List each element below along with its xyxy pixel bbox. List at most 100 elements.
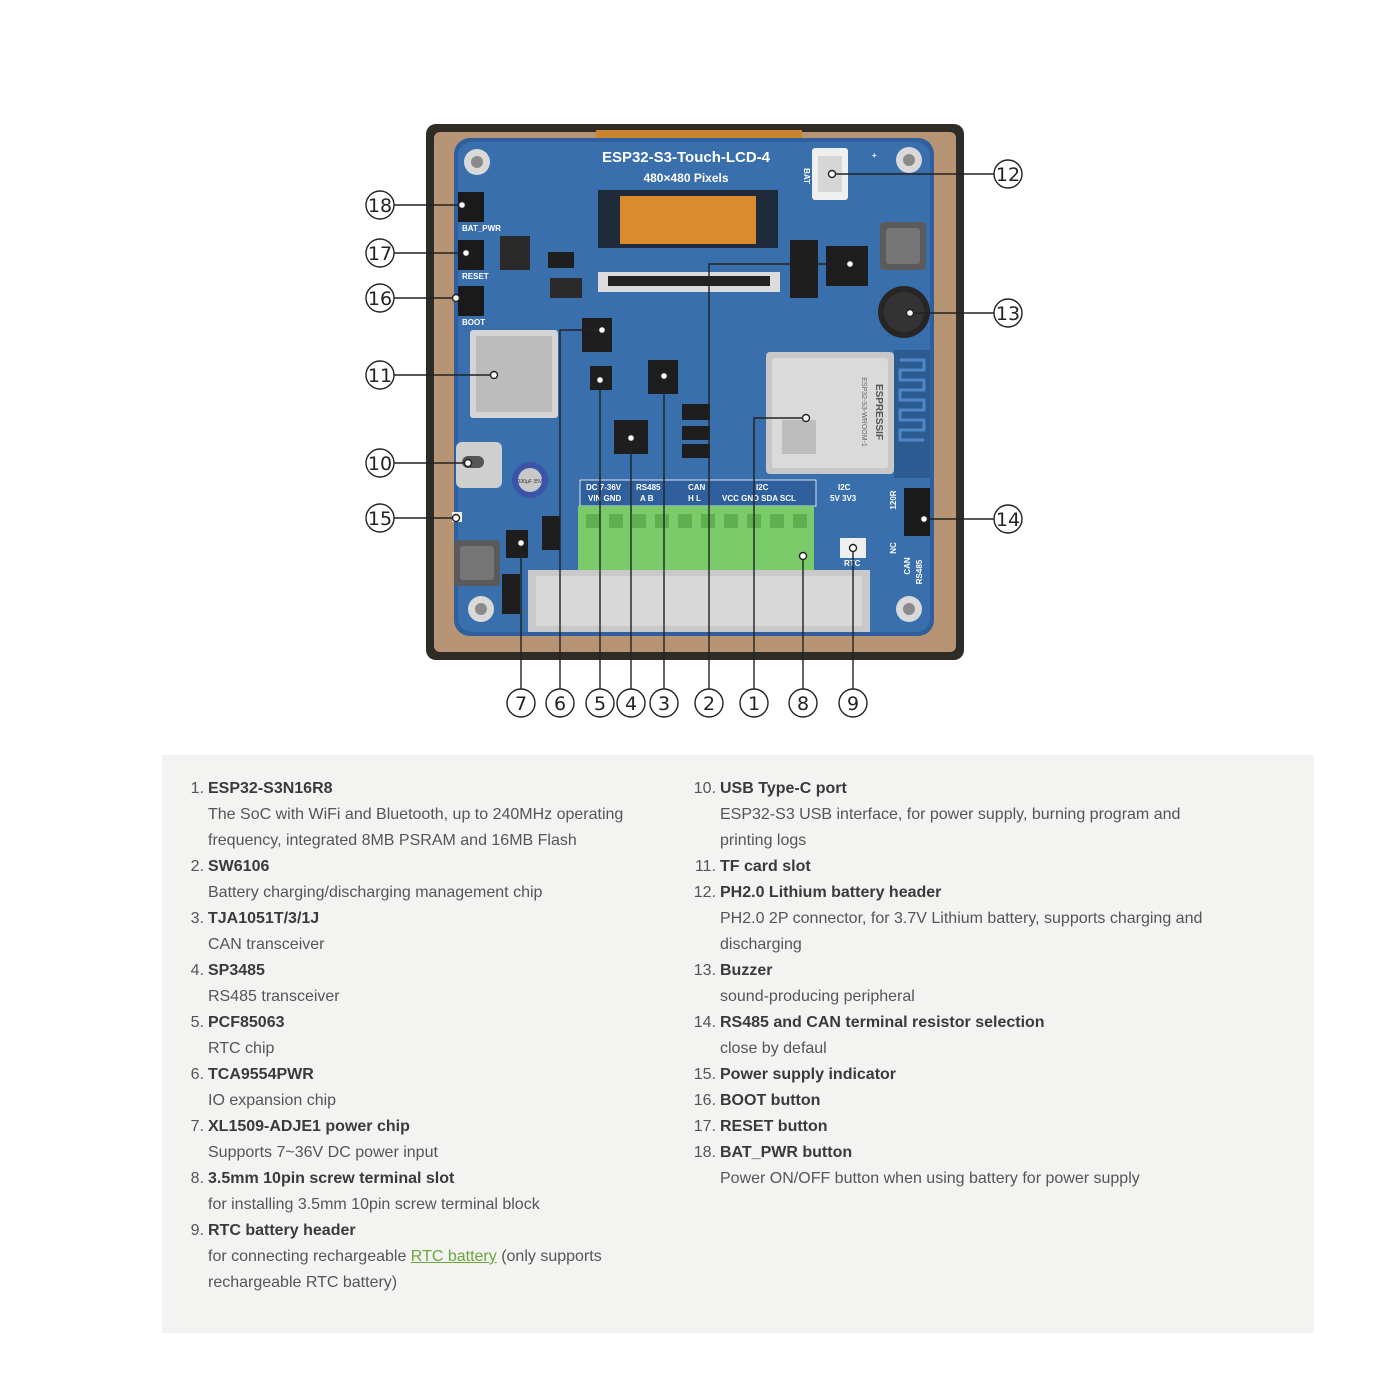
diode-c [682,444,710,458]
legend-item-number: 12. [693,884,716,901]
legend-item-description: IO expansion chip [208,1092,337,1109]
callout-number: 12 [996,164,1020,186]
callout-circle [365,283,395,313]
callout-number: 10 [368,453,392,475]
legend-item-description: The SoC with WiFi and Bluetooth, up to 2… [208,806,624,849]
callout-circle [585,688,615,718]
legend-item-description-text: (only supports rechargeable RTC battery) [208,1248,602,1291]
legend-item-number: 17. [693,1118,716,1135]
legend-item-title: BOOT button [720,1092,821,1109]
legend-item-title: PH2.0 Lithium battery header [720,884,942,901]
legend-item-number: 6. [190,1066,204,1083]
legend-item-description: CAN transceiver [208,936,325,953]
legend-item-title: Buzzer [720,962,773,979]
callout-number: 1 [748,693,760,715]
can-pins-label: H L [688,494,701,503]
callout-anchor-dot [451,293,461,303]
legend-item-number: 7. [190,1118,204,1135]
legend-item-description: ESP32-S3 USB interface, for power supply… [720,806,1181,849]
legend-item: 11.TF card slot [695,854,1218,880]
legend-item: 14.RS485 and CAN terminal resistor selec… [694,1010,1218,1062]
board-diagram: ESP32-S3-Touch-LCD-4 480×480 Pixels BAT … [365,124,1023,718]
callout-leader-line [753,417,806,689]
module-qr [782,420,816,454]
callout-number: 8 [797,693,809,715]
terminal-resistor-switch[interactable] [904,488,930,536]
callout-circle [365,238,395,268]
legend-item-title: SW6106 [208,858,270,875]
callout-number: 16 [368,288,392,310]
legend-item-number: 14. [693,1014,716,1031]
callout-circle [649,688,679,718]
dc-label: DC 7-36V [586,483,622,492]
reset-label: RESET [462,272,489,281]
fpc-ribbon [620,196,756,244]
i2c-b-label: I2C [838,483,851,492]
legend-item-title: ESP32-S3N16R8 [208,780,333,797]
callout-anchor-dot [463,458,473,468]
callout-circle [365,448,395,478]
legend-item-title: Power supply indicator [720,1066,897,1083]
legend-item-description-text: for connecting rechargeable [208,1248,411,1265]
crystal [790,240,818,298]
legend-item-description: sound-producing peripheral [720,988,915,1005]
legend-item: 15.Power supply indicator [694,1062,1218,1088]
rtc-battery-link[interactable]: RTC battery [410,1248,497,1265]
callout-number: 18 [368,195,392,217]
legend-item-title: XL1509-ADJE1 power chip [208,1118,410,1135]
callout-anchor-dot [626,433,636,443]
can-side-label: CAN [903,557,912,575]
callout-anchor-dot [461,248,471,258]
legend-item-title: PCF85063 [208,1014,285,1031]
can-label: CAN [688,483,706,492]
callout-number: 14 [996,509,1020,531]
callout-number: 4 [625,693,637,715]
legend-item-description: for installing 3.5mm 10pin screw termina… [208,1196,540,1213]
callout-number: 2 [703,693,715,715]
module-model: ESP32-S3-WROOM-1 [860,377,867,447]
legend-item-title: RESET button [720,1118,828,1135]
board-subtitle: 480×480 Pixels [643,171,728,185]
legend-item-description: PH2.0 2P connector, for 3.7V Lithium bat… [720,910,1203,953]
legend-item-description: Battery charging/discharging management … [208,884,543,901]
legend-item-title: TF card slot [720,858,811,875]
i2c-b-pins-label: 5V 3V3 [830,494,857,503]
mounting-holes [464,147,922,622]
legend-item-description: close by defaul [720,1040,827,1057]
inductor-top-core [886,228,920,264]
reset-button[interactable] [458,240,484,270]
rs485-label: RS485 [636,483,661,492]
boot-button[interactable] [458,286,484,316]
callout-number: 3 [658,693,670,715]
callout-anchor-dot [801,413,811,423]
vin-gnd-label: VIN GND [588,494,622,503]
legend-item-title: USB Type-C port [720,780,847,797]
small-chip-b [548,252,574,268]
legend-item-title: SP3485 [208,962,265,979]
legend-item-number: 9. [190,1222,204,1239]
callout-circle [365,360,395,390]
legend-item-number: 16. [693,1092,716,1109]
small-chip-a [550,278,582,298]
callout-number: 5 [594,693,606,715]
callout-leader-line [559,329,602,689]
callout-circle [694,688,724,718]
legend-item-description: RS485 transceiver [208,988,340,1005]
nc-label: NC [889,542,898,554]
callout-anchor-dot [595,375,605,385]
tca9554-chip [582,318,612,352]
display-connector-slot [608,276,770,286]
legend-item-number: 13. [693,962,716,979]
tf-card-slot-inner [476,336,552,412]
callout-anchor-dot [516,538,526,548]
callout-anchor-dot [489,370,499,380]
diode-power-b [502,574,520,614]
